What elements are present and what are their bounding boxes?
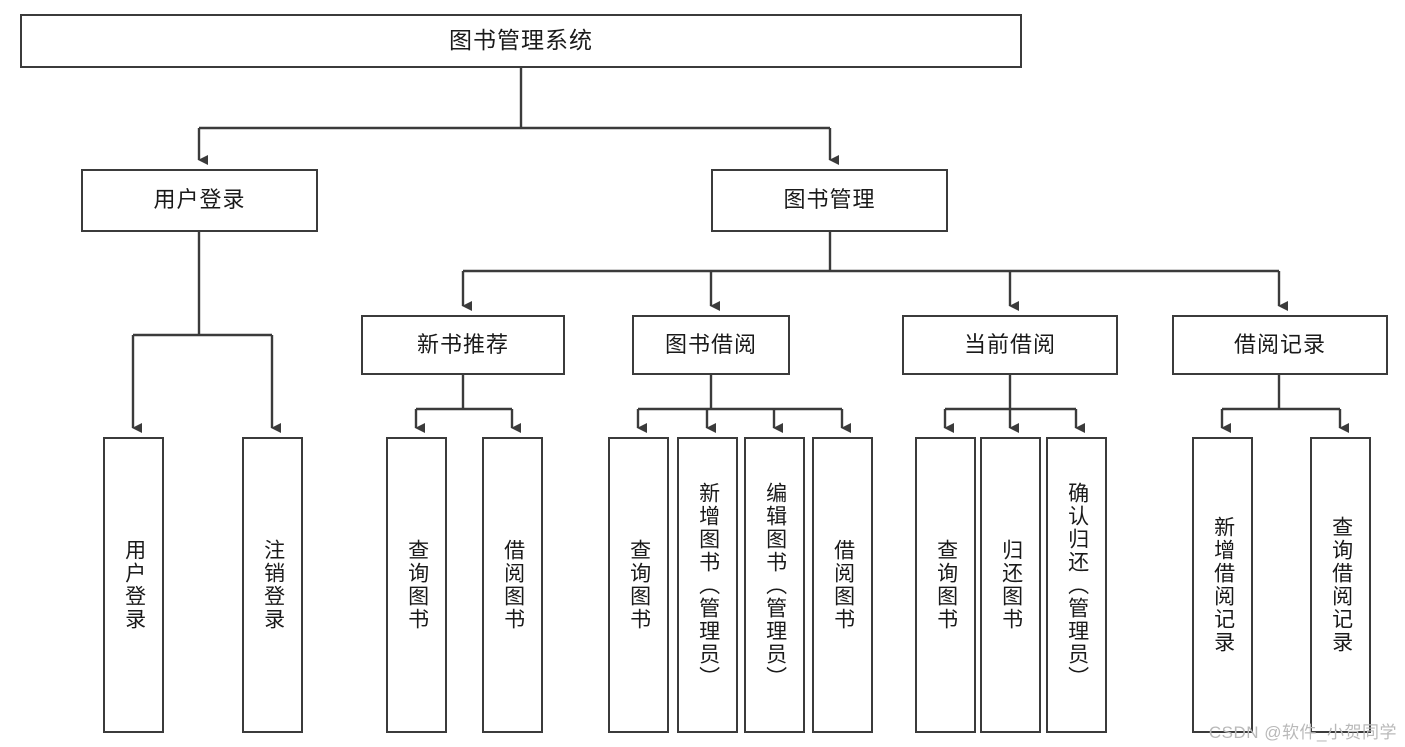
watermark: CSDN @软件_小贺同学	[1208, 723, 1397, 742]
leaf-current-borrow-return-book[interactable]: 归还图书	[980, 437, 1041, 733]
node-label: 图书管理	[783, 187, 876, 213]
leaf-current-borrow-query-book[interactable]: 查询图书	[915, 437, 976, 733]
node-borrow-record[interactable]: 借阅记录	[1172, 315, 1388, 375]
leaf-book-borrow-borrow-book[interactable]: 借阅图书	[812, 437, 873, 733]
leaf-book-borrow-edit-book-admin[interactable]: 编辑图书（管理员）	[744, 437, 805, 733]
leaf-book-borrow-add-book-admin[interactable]: 新增图书（管理员）	[677, 437, 738, 733]
node-user-login[interactable]: 用户登录	[81, 169, 318, 232]
leaf-book-borrow-query-book[interactable]: 查询图书	[608, 437, 669, 733]
node-label: 当前借阅	[963, 331, 1056, 357]
leaf-borrow-record-add-record[interactable]: 新增借阅记录	[1192, 437, 1253, 733]
leaf-borrow-record-query-record[interactable]: 查询借阅记录	[1310, 437, 1371, 733]
node-label: 编辑图书（管理员）	[763, 481, 787, 689]
node-label: 借阅图书	[831, 539, 855, 631]
node-label: 查询借阅记录	[1329, 516, 1353, 654]
node-book-borrow[interactable]: 图书借阅	[632, 315, 790, 375]
node-book-management[interactable]: 图书管理	[711, 169, 948, 232]
node-label: 借阅记录	[1233, 331, 1326, 357]
node-label: 用户登录	[122, 539, 146, 631]
node-label: 确认归还（管理员）	[1065, 481, 1089, 689]
node-label: 归还图书	[999, 539, 1023, 631]
node-root-book-management-system[interactable]: 图书管理系统	[20, 14, 1022, 68]
node-label: 新增借阅记录	[1211, 516, 1235, 654]
node-label: 查询图书	[934, 539, 958, 631]
node-new-book-recommend[interactable]: 新书推荐	[361, 315, 565, 375]
node-label: 查询图书	[405, 539, 429, 631]
leaf-user-login-logout[interactable]: 注销登录	[242, 437, 303, 733]
node-label: 图书管理系统	[449, 27, 593, 54]
node-label: 新增图书（管理员）	[696, 481, 720, 689]
node-label: 查询图书	[627, 539, 651, 631]
node-label: 新书推荐	[416, 331, 509, 357]
node-label: 注销登录	[261, 539, 285, 631]
leaf-user-login-login[interactable]: 用户登录	[103, 437, 164, 733]
node-label: 图书借阅	[664, 331, 757, 357]
leaf-current-borrow-confirm-return-admin[interactable]: 确认归还（管理员）	[1046, 437, 1107, 733]
leaf-new-book-query-book[interactable]: 查询图书	[386, 437, 447, 733]
leaf-new-book-borrow-book[interactable]: 借阅图书	[482, 437, 543, 733]
node-label: 用户登录	[153, 187, 246, 213]
node-current-borrow[interactable]: 当前借阅	[902, 315, 1118, 375]
node-label: 借阅图书	[501, 539, 525, 631]
